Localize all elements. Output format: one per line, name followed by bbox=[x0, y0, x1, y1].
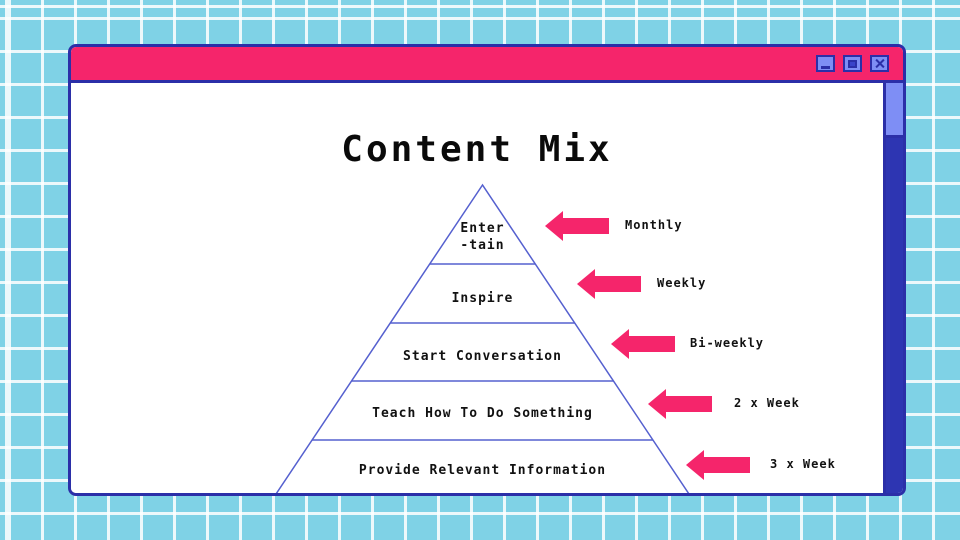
pyramid-level-label: Provide Relevant Information bbox=[358, 463, 607, 478]
left-arrow-icon bbox=[611, 329, 675, 359]
window-controls bbox=[816, 55, 889, 72]
frequency-label: Bi-weekly bbox=[690, 336, 765, 350]
minimize-button[interactable] bbox=[816, 55, 835, 72]
left-arrow-icon bbox=[648, 389, 712, 419]
maximize-button[interactable] bbox=[843, 55, 862, 72]
left-arrow-icon bbox=[577, 269, 641, 299]
minimize-icon bbox=[821, 65, 830, 69]
pyramid-level-label: Enter -tain bbox=[460, 221, 505, 253]
pyramid-level-label: Inspire bbox=[451, 291, 514, 306]
frequency-label: Weekly bbox=[657, 276, 707, 290]
pyramid-diagram bbox=[270, 183, 695, 493]
close-button[interactable] bbox=[870, 55, 889, 72]
close-icon bbox=[874, 58, 885, 69]
left-arrow-icon bbox=[686, 450, 750, 480]
window-content: Content Mix Enter -tain Inspire Start Co… bbox=[71, 83, 883, 493]
scrollbar[interactable] bbox=[883, 83, 903, 493]
scrollbar-thumb[interactable] bbox=[886, 83, 903, 138]
pyramid-level-label: Teach How To Do Something bbox=[372, 406, 593, 421]
frequency-label: Monthly bbox=[625, 218, 683, 232]
app-window: Content Mix Enter -tain Inspire Start Co… bbox=[68, 44, 906, 496]
pyramid-level-label: Start Conversation bbox=[403, 349, 562, 364]
page-title: Content Mix bbox=[341, 129, 613, 170]
pyramid-outline bbox=[275, 183, 690, 493]
maximize-icon bbox=[848, 59, 857, 68]
frequency-label: 2 x Week bbox=[734, 396, 800, 410]
window-titlebar[interactable] bbox=[71, 47, 903, 83]
frequency-label: 3 x Week bbox=[770, 457, 836, 471]
left-arrow-icon bbox=[545, 211, 609, 241]
